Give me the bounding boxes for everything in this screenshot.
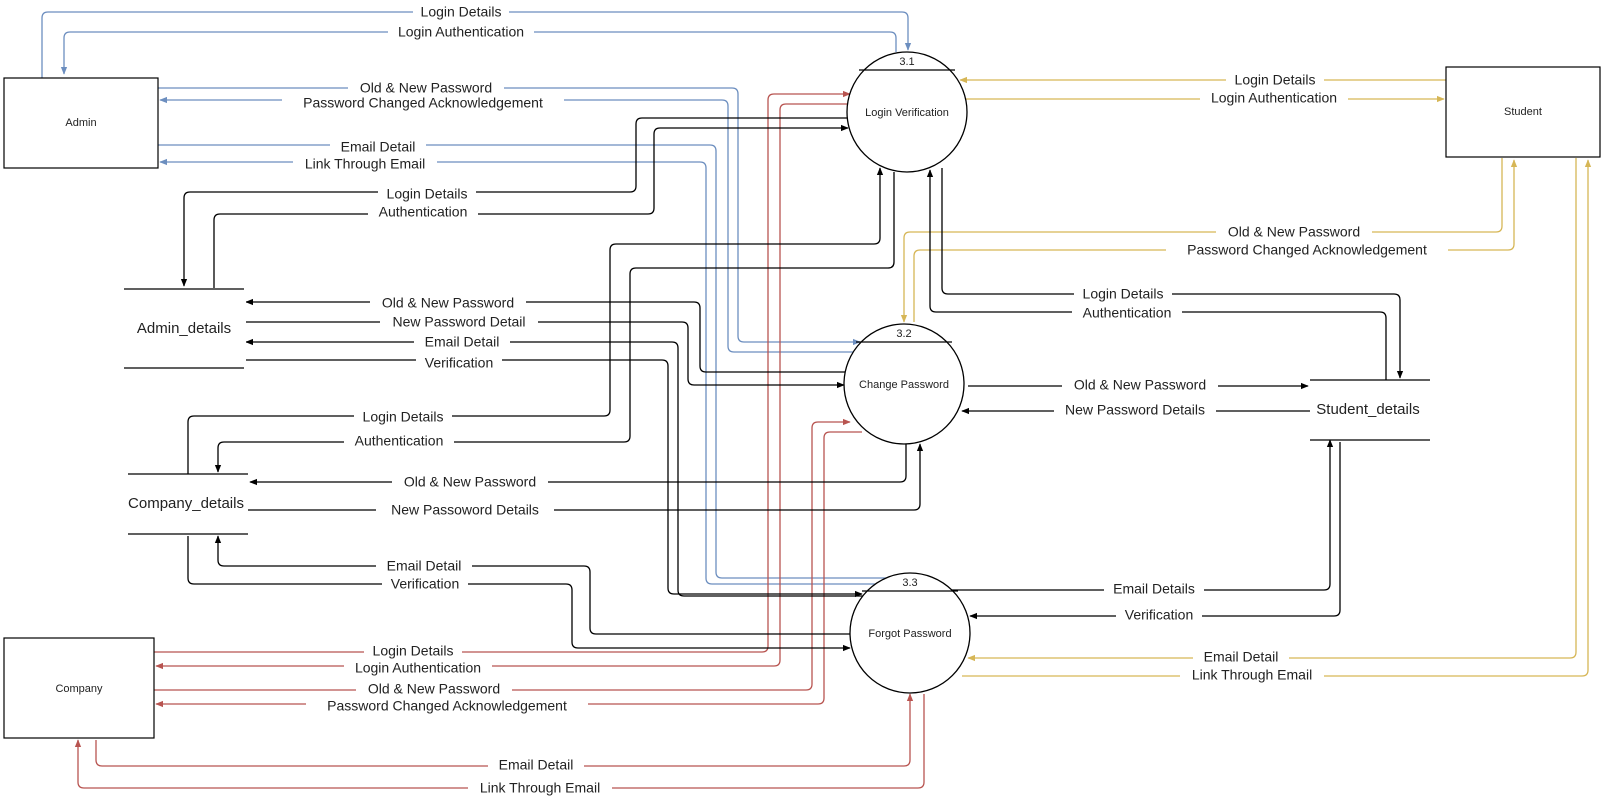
process-forgot-password-name: Forgot Password bbox=[868, 628, 951, 640]
flow-cd-old-new-pw bbox=[249, 444, 907, 486]
flow-cd-login-details bbox=[187, 167, 884, 474]
process-change-password-name: Change Password bbox=[859, 379, 949, 391]
flow-admin-pw-changed-ack bbox=[159, 96, 858, 353]
label-st-pw-changed-ack: Password Changed Acknowledgement bbox=[1187, 242, 1427, 258]
entity-company[interactable]: Company bbox=[3, 637, 155, 739]
student-flows bbox=[900, 76, 1592, 677]
flow-cd-new-pw-details bbox=[248, 443, 924, 511]
entity-student[interactable]: Student bbox=[1445, 66, 1601, 158]
label-co-email-detail: Email Detail bbox=[499, 757, 574, 773]
label-admin-link-email: Link Through Email bbox=[305, 156, 425, 172]
label-ad-authentication: Authentication bbox=[379, 204, 468, 220]
store-student-details-label: Student_details bbox=[1316, 401, 1419, 418]
process-login-verification[interactable]: 3.1 Login Verification bbox=[846, 51, 968, 173]
label-admin-email-detail: Email Detail bbox=[341, 139, 416, 155]
flow-ad-old-new-pw bbox=[245, 298, 846, 373]
store-admin-details[interactable]: Admin_details bbox=[124, 288, 246, 369]
flow-st-old-new-pw bbox=[900, 158, 1503, 323]
flow-ad-authentication bbox=[213, 124, 849, 288]
label-st-login-auth: Login Authentication bbox=[1211, 90, 1337, 106]
label-co-login-details: Login Details bbox=[373, 643, 454, 659]
label-co-old-new-pw: Old & New Password bbox=[368, 681, 500, 697]
label-ad-login-details: Login Details bbox=[387, 186, 468, 202]
label-cd-new-pw-details: New Passoword Details bbox=[391, 502, 539, 518]
label-co-login-auth: Login Authentication bbox=[355, 660, 481, 676]
store-admin-details-label: Admin_details bbox=[137, 320, 231, 337]
flow-admin-old-new-pw bbox=[158, 87, 861, 346]
entity-company-label: Company bbox=[55, 683, 103, 695]
label-cd-login-details: Login Details bbox=[363, 409, 444, 425]
label-admin-pw-changed-ack: Password Changed Acknowledgement bbox=[303, 95, 543, 111]
flow-sd-authentication bbox=[926, 169, 1387, 380]
flow-cd-authentication bbox=[214, 172, 895, 473]
label-ad-new-pw-detail: New Password Detail bbox=[392, 314, 525, 330]
label-sd-new-pw-details: New Password Details bbox=[1065, 402, 1205, 418]
entity-student-label: Student bbox=[1504, 106, 1542, 118]
admin-flows bbox=[41, 11, 912, 585]
label-sd-verification: Verification bbox=[1125, 607, 1193, 623]
label-ad-verification: Verification bbox=[425, 355, 493, 371]
entity-admin[interactable]: Admin bbox=[3, 77, 159, 169]
flow-co-old-new-pw bbox=[154, 418, 851, 691]
flow-ad-email-detail bbox=[245, 338, 864, 597]
flow-co-pw-changed-ack bbox=[155, 431, 862, 708]
process-change-password-number: 3.2 bbox=[896, 328, 911, 340]
store-company-details[interactable]: Company_details bbox=[126, 473, 248, 535]
flow-sd-verification bbox=[969, 442, 1341, 620]
label-admin-login-auth: Login Authentication bbox=[398, 24, 524, 40]
flow-cd-email-detail bbox=[214, 535, 866, 635]
label-st-email-detail: Email Detail bbox=[1204, 649, 1279, 665]
process-forgot-password[interactable]: 3.3 Forgot Password bbox=[849, 572, 971, 694]
store-student-details[interactable]: Student_details bbox=[1310, 379, 1430, 441]
flow-co-login-details bbox=[154, 90, 851, 653]
label-st-login-details: Login Details bbox=[1235, 72, 1316, 88]
label-sd-email-details: Email Details bbox=[1113, 581, 1195, 597]
label-sd-login-details: Login Details bbox=[1083, 286, 1164, 302]
label-co-link-email: Link Through Email bbox=[480, 780, 600, 796]
label-co-pw-changed-ack: Password Changed Acknowledgement bbox=[327, 698, 567, 714]
label-sd-old-new-pw: Old & New Password bbox=[1074, 377, 1206, 393]
flow-cd-verification bbox=[187, 536, 851, 652]
store-company-details-label: Company_details bbox=[128, 495, 244, 512]
flow-ad-new-pw-detail bbox=[244, 321, 845, 389]
label-ad-email-detail: Email Detail bbox=[425, 334, 500, 350]
label-ad-old-new-pw: Old & New Password bbox=[382, 295, 514, 311]
label-cd-verification: Verification bbox=[391, 576, 459, 592]
flow-admin-link-email bbox=[159, 158, 898, 585]
label-cd-old-new-pw: Old & New Password bbox=[404, 474, 536, 490]
label-admin-login-details: Login Details bbox=[421, 4, 502, 20]
flow-ad-verification bbox=[244, 359, 863, 598]
flow-labels: Login Details Login Authentication Old &… bbox=[282, 4, 1448, 796]
flow-st-email-detail bbox=[967, 158, 1577, 662]
flow-st-link-email bbox=[962, 159, 1592, 677]
flow-sd-email-details bbox=[950, 439, 1334, 591]
flow-admin-login-details bbox=[41, 11, 912, 78]
label-st-old-new-pw: Old & New Password bbox=[1228, 224, 1360, 240]
process-login-verification-number: 3.1 bbox=[899, 56, 914, 68]
process-login-verification-name: Login Verification bbox=[865, 107, 949, 119]
flow-admin-email-detail bbox=[158, 144, 901, 582]
label-sd-authentication: Authentication bbox=[1083, 305, 1172, 321]
flow-sd-login-details bbox=[941, 168, 1404, 379]
label-cd-email-detail: Email Detail bbox=[387, 558, 462, 574]
label-st-link-email: Link Through Email bbox=[1192, 667, 1312, 683]
process-change-password[interactable]: 3.2 Change Password bbox=[843, 323, 965, 445]
process-forgot-password-number: 3.3 bbox=[902, 577, 917, 589]
flow-ad-login-details bbox=[180, 117, 850, 287]
entity-admin-label: Admin bbox=[65, 117, 96, 129]
label-cd-authentication: Authentication bbox=[355, 433, 444, 449]
company-flows bbox=[74, 90, 925, 789]
label-admin-old-new-pw: Old & New Password bbox=[360, 80, 492, 96]
